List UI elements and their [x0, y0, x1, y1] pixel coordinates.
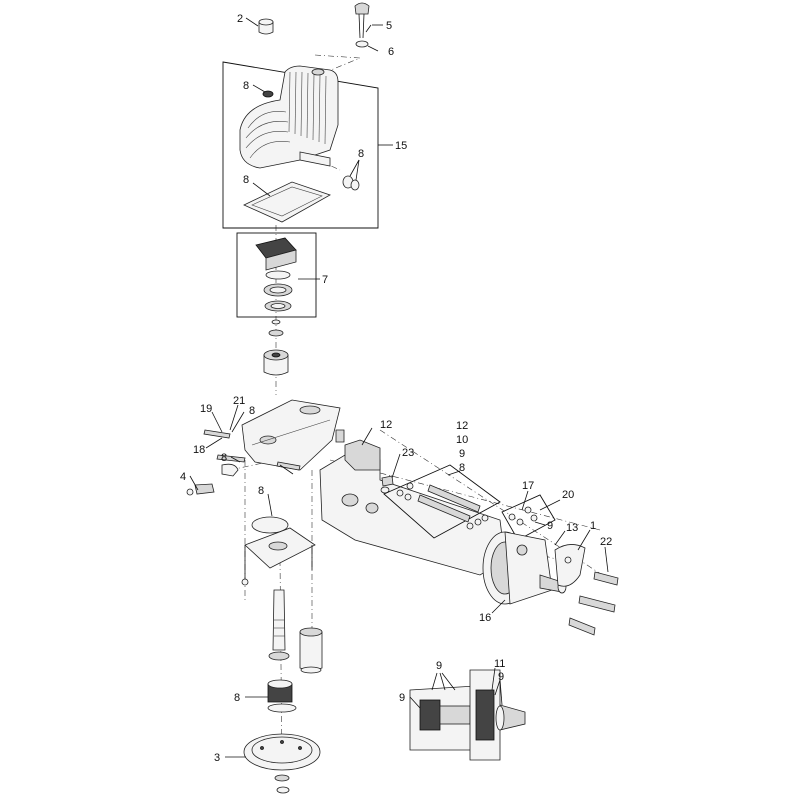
part-bolts — [568, 571, 619, 636]
callout-5: 5 — [386, 20, 392, 32]
part-cap — [258, 18, 274, 35]
callout-13: 13 — [566, 522, 578, 534]
detail-section-view — [409, 669, 526, 761]
seal-kit-box — [383, 464, 501, 539]
part-end-housing — [482, 531, 567, 605]
callout-20: 20 — [562, 489, 574, 501]
callout-21: 21 — [233, 395, 245, 407]
callout-18: 18 — [193, 444, 205, 456]
callout-10: 10 — [456, 434, 468, 446]
callout-17: 17 — [522, 480, 534, 492]
callout-22: 22 — [600, 536, 612, 548]
bearing-kit-box — [236, 232, 317, 318]
callout-12-kit: 12 — [456, 420, 468, 432]
callout-4: 4 — [180, 471, 186, 483]
callout-12-housing: 12 — [380, 419, 392, 431]
callout-23: 23 — [402, 447, 414, 459]
valve-kit-box — [501, 494, 556, 541]
part-reservoir — [239, 65, 360, 223]
callout-19: 19 — [200, 403, 212, 415]
part-bracket — [554, 544, 586, 587]
callout-8-reservoir-top: 8 — [243, 80, 249, 92]
callout-7: 7 — [322, 274, 328, 286]
leader-lines — [189, 17, 609, 758]
callout-9-detail-top: 9 — [436, 660, 442, 672]
callout-8-bearing: 8 — [234, 692, 240, 704]
callout-6: 6 — [388, 46, 394, 58]
part-valve-kit — [508, 506, 538, 526]
part-cylinder — [299, 627, 323, 674]
part-drive-shaft — [268, 589, 290, 661]
callout-8-block-left: 8 — [221, 452, 227, 464]
callout-9-detail-left: 9 — [399, 692, 405, 704]
callout-8-mid: 8 — [258, 485, 264, 497]
callout-9-valve: 9 — [547, 520, 553, 532]
part-bearing-kit — [255, 237, 297, 312]
callout-3: 3 — [214, 752, 220, 764]
callout-15: 15 — [395, 140, 407, 152]
callout-9-detail-right: 9 — [498, 671, 504, 683]
callout-8-kit: 8 — [459, 462, 465, 474]
callout-16: 16 — [479, 612, 491, 624]
part-bottom-plate — [243, 733, 321, 794]
part-main-housing — [319, 439, 506, 576]
callout-8-block-right: 8 — [249, 405, 255, 417]
callout-labels: 2 5 6 8 15 8 8 7 19 21 8 18 8 4 8 12 23 … — [180, 13, 612, 764]
part-vent-plug — [354, 2, 370, 48]
callout-9-kit: 9 — [459, 448, 465, 460]
part-thrust-bearing — [267, 679, 297, 713]
part-seal-kit — [396, 482, 489, 530]
callout-8-gasket: 8 — [243, 174, 249, 186]
callout-8-reservoir-right: 8 — [358, 148, 364, 160]
part-center-housing — [186, 399, 345, 496]
part-coupler — [263, 319, 289, 376]
callout-2: 2 — [237, 13, 243, 25]
part-lower-cover — [241, 516, 316, 586]
callout-11: 11 — [494, 658, 505, 670]
callout-1: 1 — [590, 520, 596, 532]
